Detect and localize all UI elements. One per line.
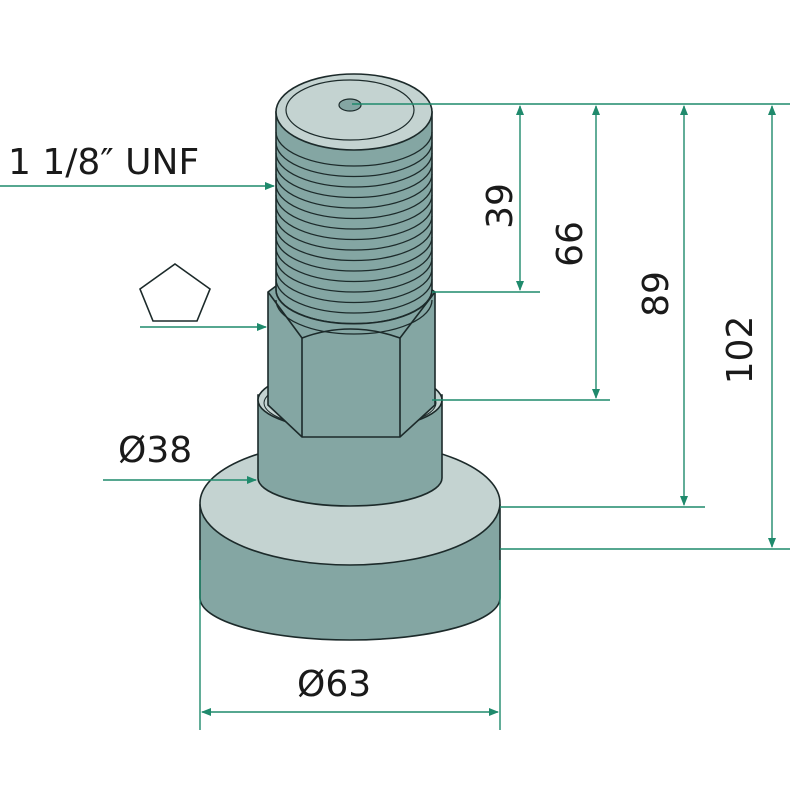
pentagon-icon [139,263,211,322]
hex-nut [267,282,436,438]
thread-ridge [275,257,433,293]
thread-ridge [275,163,433,199]
thread-ridge [275,236,433,272]
dim-66-label: 66 [550,221,591,267]
flange-diameter-label: Ø63 [297,664,371,705]
bolt [199,73,501,641]
thread-ridge [275,142,433,178]
collar-diameter-label: Ø38 [118,430,192,471]
thread-ridge [275,299,433,335]
thread-ridge [275,247,433,283]
thread-ridge [275,184,433,220]
thread-ridge [275,194,433,230]
thread-ridge [275,215,433,251]
dimensions [0,103,790,730]
thread-top [275,73,433,151]
thread-ridge [275,289,433,325]
thread-ridge [275,131,433,167]
thread-label: 1 1/8″ UNF [8,142,199,183]
thread-ridge [275,173,433,209]
thread-ridge [275,152,433,188]
dim-39-label: 39 [480,183,521,229]
dim-102-label: 102 [720,316,761,385]
thread-ridge [275,226,433,262]
thread-ridge [275,205,433,241]
thread-ridge [275,278,433,314]
dim-89-label: 89 [636,271,677,317]
thread-ridge [275,268,433,304]
